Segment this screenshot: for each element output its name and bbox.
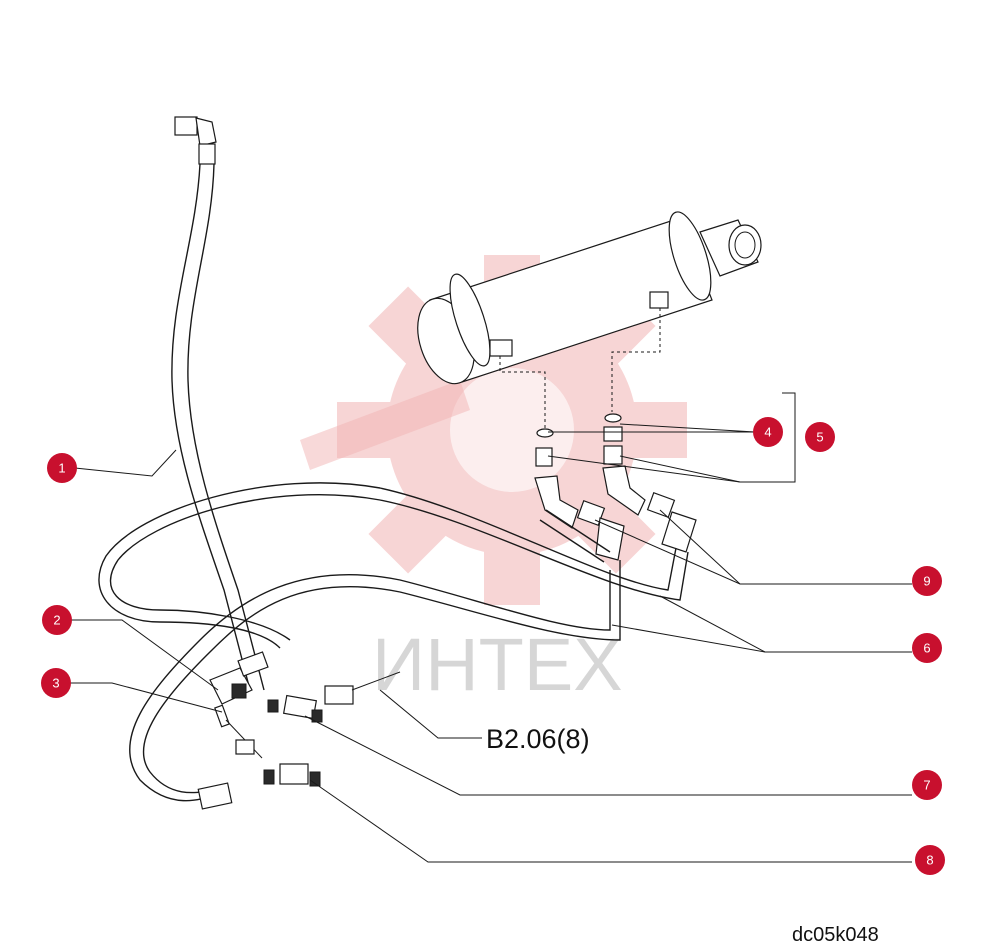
reference-label: B2.06(8) xyxy=(486,724,590,754)
callout-7: 7 xyxy=(912,770,942,800)
svg-text:7: 7 xyxy=(923,778,930,793)
hose-1 xyxy=(171,116,265,691)
svg-text:6: 6 xyxy=(923,641,930,656)
drawing-code: dc05k048 xyxy=(792,924,879,946)
svg-text:1: 1 xyxy=(58,461,65,476)
svg-text:4: 4 xyxy=(764,425,771,440)
oil-cooler xyxy=(417,211,762,385)
hose-6 xyxy=(98,482,689,802)
callout-1: 1 xyxy=(47,453,77,483)
washers xyxy=(535,413,623,467)
lower-fittings xyxy=(197,651,401,810)
watermark-text: ИНТЕХ xyxy=(372,623,623,706)
callout-9: 9 xyxy=(912,566,942,596)
svg-text:2: 2 xyxy=(53,613,60,628)
callout-6: 6 xyxy=(912,633,942,663)
svg-text:5: 5 xyxy=(816,430,823,445)
callout-2: 2 xyxy=(42,605,72,635)
elbow-fittings xyxy=(534,465,697,561)
svg-text:9: 9 xyxy=(923,574,930,589)
leader-lines xyxy=(69,392,912,863)
callout-5: 5 xyxy=(805,422,835,452)
callout-8: 8 xyxy=(915,845,945,875)
callout-3: 3 xyxy=(41,668,71,698)
svg-text:8: 8 xyxy=(926,853,933,868)
callout-4: 4 xyxy=(753,417,783,447)
svg-text:3: 3 xyxy=(52,676,59,691)
